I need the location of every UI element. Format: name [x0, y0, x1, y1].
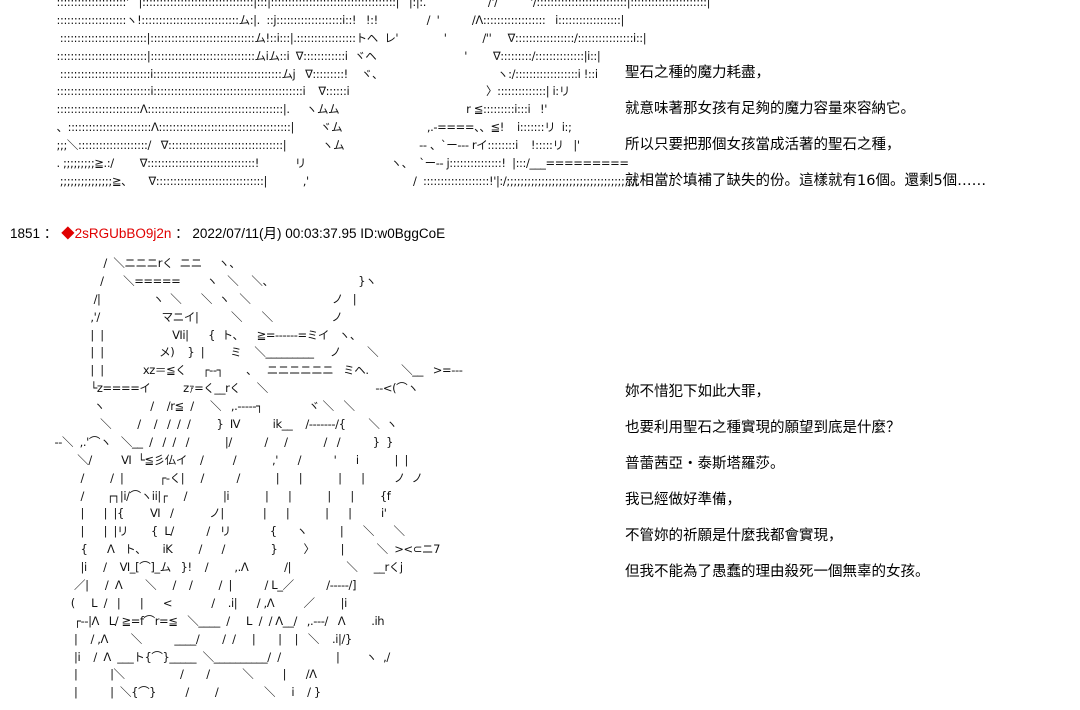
- text-line: 但我不能為了愚蠢的理由殺死一個無辜的女孩。: [625, 564, 930, 580]
- ascii-art-line: :::::::::::::::::::::::::|::::::::::::::…: [50, 30, 647, 45]
- ascii-art-line: ::::::::::::::::::::ヽ!::::::::::::::::::…: [50, 12, 625, 27]
- ascii-art-line: ‐‐＼ ,.'⌒ヽ ＼__ / / / / |/ / / / / } }: [48, 434, 394, 449]
- post-header: 1851 ： ◆2sRGUbBO9j2n ： 2022/07/11(月) 00:…: [10, 222, 445, 242]
- poster-name: ◆2sRGUbBO9j2n: [61, 226, 172, 241]
- ascii-art-line: ／| / Λ ＼ / / / | / L_／ /‐‐‐‐‐/]: [48, 578, 357, 593]
- ascii-art-top: ::::::::::::::::::::' |:::::::::::::::::…: [50, 0, 711, 191]
- ascii-art-line: ＼/ Ⅵ └≦彡仏イ / / ,' / ' i | |: [48, 452, 408, 467]
- ascii-art-line: |i / Ⅵ_[⌒]_ム }! / ,.Λ /| ＼ __rくj: [48, 560, 404, 575]
- ascii-art-bottom: / ＼ニニニrく ニニ ヽ、 / ＼===== ヽ ＼ ＼、 }ヽ /| ヽ ＼…: [48, 255, 463, 702]
- ascii-art-line: | | ＼{⌒} / / ＼ i / }: [48, 685, 321, 700]
- ascii-art-line: | / ,Λ ＼ ____/ / / | | | ＼ .i|/}: [48, 631, 352, 646]
- ascii-art-line: | | xz＝≦く ┌‐‐┐ 、 ニニニニニニ ミヘ. ＼__ >=‐‐-: [48, 363, 463, 378]
- ascii-art-line: ::::::::::::::::::::::::::i:::::::::::::…: [50, 66, 598, 81]
- text-line: 妳不惜犯下如此大罪，: [625, 384, 770, 400]
- text-line: 就相當於填補了缺失的份。這樣就有16個。還剩5個……: [625, 173, 987, 189]
- ascii-art-line: / / | ┌‐く| / / | | | | ノ ノ: [48, 470, 423, 485]
- ascii-art-line: ::::::::::::::::::::' |:::::::::::::::::…: [50, 0, 711, 9]
- ascii-art-line: ( L / | | < / .i| / ,Λ ／ |i: [48, 595, 348, 610]
- ascii-art-line: | | Ⅵi| { ト、 ≧=------=ミイ ヽ、: [48, 327, 361, 342]
- ascii-art-line: ＼ / / / / / } Ⅳ ik__ /‐‐‐‐‐‐‐/{ ＼ ヽ: [48, 417, 398, 432]
- ascii-art-line: / ┌┐|i/⌒ヽii|┌ / |i | | | | {f: [48, 488, 391, 503]
- post-text-top: 聖石之種的魔力耗盡， 就意味著那女孩有足夠的魔力容量來容納它。 所以只要把那個女…: [625, 55, 986, 199]
- post-datetime: 2022/07/11(月) 00:03:37.95: [192, 226, 357, 241]
- text-line: 不管妳的祈願是什麼我都會實現，: [625, 528, 843, 544]
- ascii-art-line: . ;;;;;;;;;≧.:/ ∇:::::::::::::::::::::::…: [50, 156, 630, 171]
- ascii-art-line: :::::::::::::::::::::::::::i::::::::::::…: [50, 84, 571, 99]
- separator: ：: [175, 226, 189, 241]
- ascii-art-line: ,'/ マニイ| ＼ ＼ ノ: [48, 309, 343, 324]
- ascii-art-line: 、::::::::::::::::::::::::Λ::::::::::::::…: [50, 120, 572, 135]
- ascii-art-line: | | メ) } | ミ ＼_________ ノ ＼: [48, 345, 379, 360]
- ascii-art-line: | | |{ Ⅵ / ノ| | | | | i': [48, 506, 387, 521]
- poster-id: ID:w0BggCoE: [360, 226, 446, 241]
- text-line: 聖石之種的魔力耗盡，: [625, 65, 770, 81]
- ascii-art-line: | |＼ / / ＼ | /Λ: [48, 667, 317, 682]
- ascii-art-line: / ＼ニニニrく ニニ ヽ、: [48, 256, 241, 270]
- ascii-art-line: └z====イ zｧ=く__rく ＼ ‐‐<(⌒ヽ: [48, 381, 419, 396]
- text-line: 我已經做好準備，: [625, 492, 741, 508]
- separator: ：: [43, 226, 58, 241]
- text-line: 所以只要把那個女孩當成活著的聖石之種，: [625, 137, 901, 153]
- ascii-art-line: ;;;;;;;;;;;;;;;≧、 ∇:::::::::::::::::::::…: [50, 173, 639, 188]
- ascii-art-line: |i / Λ ___ト{⌒}_____ ＼__________/ / | ヽ ,…: [48, 649, 390, 664]
- ascii-art-line: ヽ / /r≦ / ＼ ,.‐‐‐‐‐┐ ヾ ＼ ＼: [48, 399, 355, 414]
- text-line: 也要利用聖石之種實現的願望到底是什麼？: [625, 420, 901, 436]
- ascii-art-line: ::::::::::::::::::::::::::|:::::::::::::…: [50, 48, 601, 63]
- ascii-art-line: /| ヽ ＼ ＼ ヽ ＼ ノ |: [48, 291, 357, 306]
- ascii-art-line: / ＼===== ヽ ＼ ＼、 }ヽ: [48, 273, 377, 288]
- ascii-art-line: { Λ ト、 iK / / } 〉 | ＼ ><⊂ニ7: [48, 542, 441, 557]
- ascii-art-line: | | |リ { L/ / リ { ヽ | ＼ ＼: [48, 524, 405, 539]
- ascii-art-line: ::::::::::::::::::::::::Λ:::::::::::::::…: [50, 102, 548, 117]
- post-text-bottom: 妳不惜犯下如此大罪， 也要利用聖石之種實現的願望到底是什麼？ 普蕾茜亞・泰斯塔羅…: [625, 374, 930, 590]
- text-line: 普蕾茜亞・泰斯塔羅莎。: [625, 456, 785, 472]
- text-line: 就意味著那女孩有足夠的魔力容量來容納它。: [625, 101, 915, 117]
- ascii-art-line: ┌‐‐|Λ L/ ≧=f⌒r=≦ ＼____ / L / / Λ__/ ,.‐‐…: [48, 613, 385, 628]
- post-number[interactable]: 1851: [10, 226, 41, 241]
- ascii-art-line: ;;;＼::::::::::::::::::::/ ∇:::::::::::::…: [50, 138, 581, 153]
